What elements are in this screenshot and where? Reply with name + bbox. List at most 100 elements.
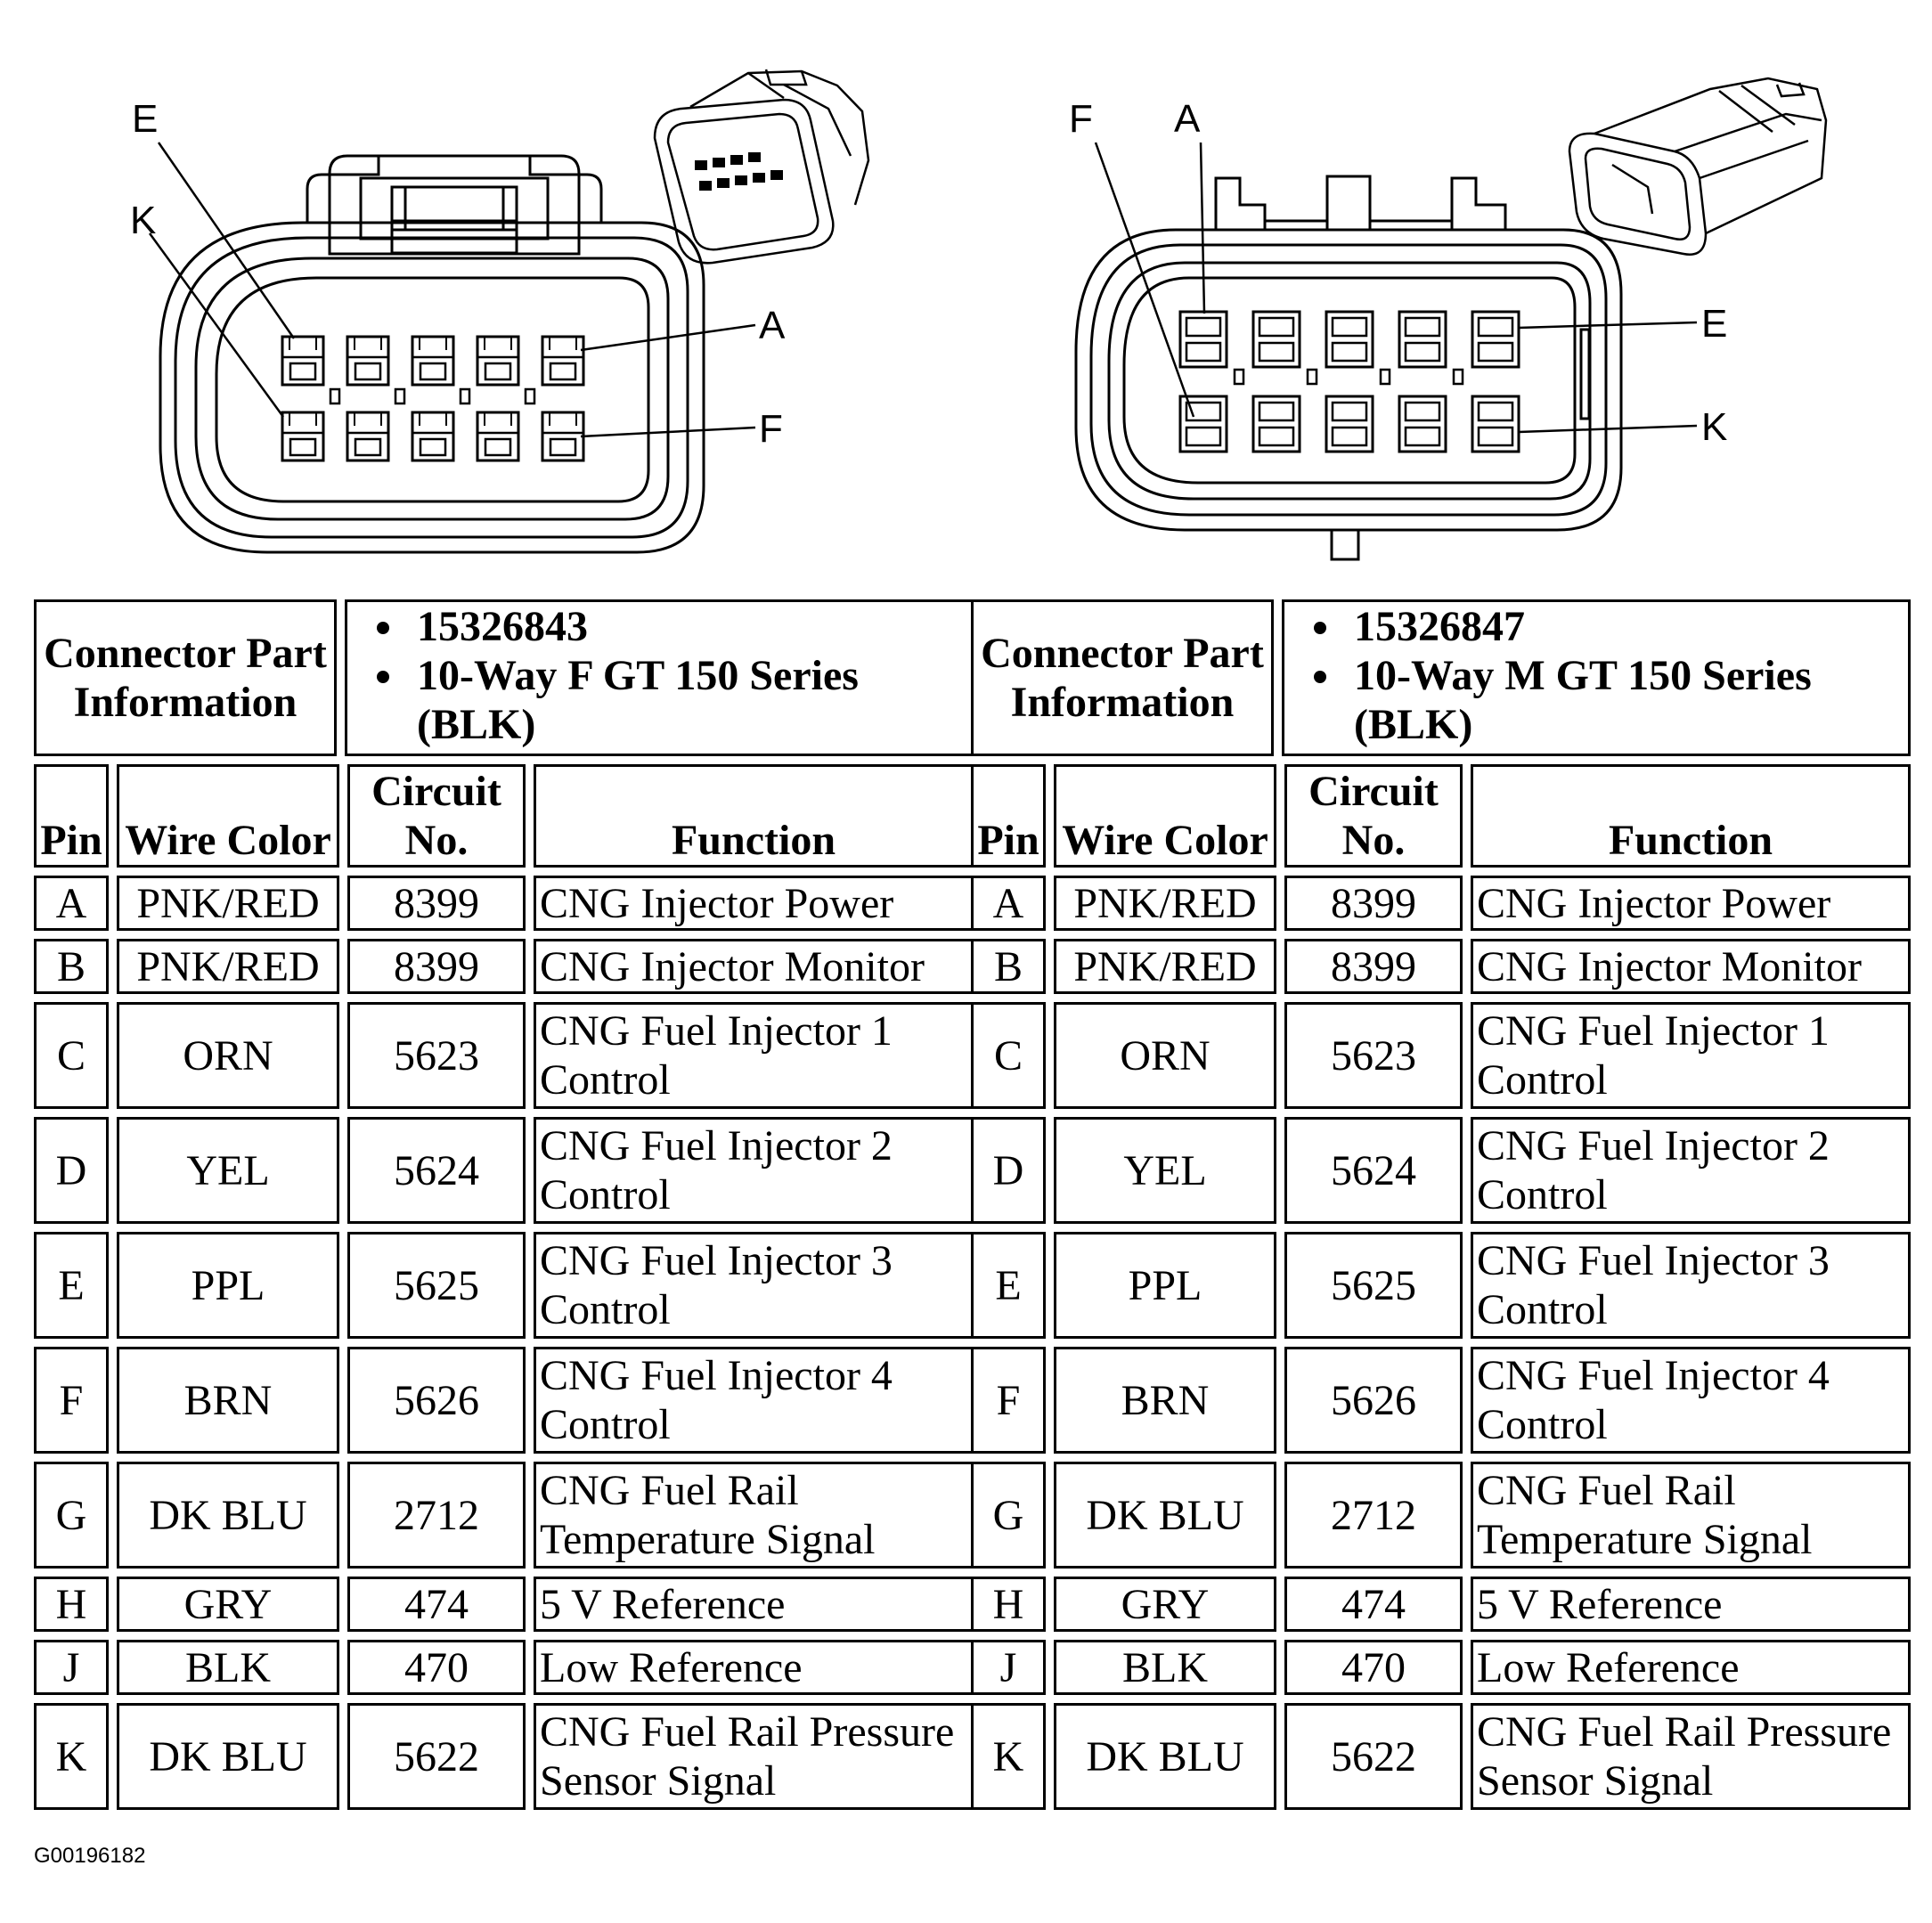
wire-color-cell: BLK <box>1054 1640 1276 1696</box>
male-connector-table-block: Connector Part Information 15326847 10-W… <box>971 591 1911 1818</box>
pin-cell: D <box>971 1117 1046 1225</box>
header-wire-color: Wire Color <box>117 764 339 868</box>
pin-cell: E <box>971 1232 1046 1340</box>
male-connector-drawing <box>1074 175 1623 561</box>
male-connector-info-table: Connector Part Information 15326847 10-W… <box>963 591 1919 764</box>
pin-cell: G <box>34 1462 109 1569</box>
pin-label-e-right: E <box>1701 302 1727 346</box>
circuit-cell: 8399 <box>347 939 526 995</box>
wire-color-cell: YEL <box>117 1117 339 1225</box>
female-connector-table-block: Connector Part Information 15326843 10-W… <box>34 591 974 1818</box>
pin-cell: F <box>34 1347 109 1454</box>
wire-color-cell: DK BLU <box>117 1703 339 1811</box>
pin-cell: C <box>34 1002 109 1110</box>
circuit-cell: 8399 <box>347 876 526 932</box>
circuit-cell: 2712 <box>347 1462 526 1569</box>
circuit-cell: 5622 <box>347 1703 526 1811</box>
pin-label-a-right: A <box>1174 97 1201 141</box>
circuit-cell: 5626 <box>1284 1347 1463 1454</box>
female-terminals <box>281 335 585 462</box>
circuit-cell: 5625 <box>347 1232 526 1340</box>
pin-cell: H <box>971 1577 1046 1633</box>
female-connector-thumbnail <box>653 69 870 265</box>
male-terminals <box>1178 310 1520 453</box>
function-cell: CNG Fuel Injector 2 Control <box>1471 1117 1911 1225</box>
function-cell: CNG Fuel Injector 1 Control <box>534 1002 974 1110</box>
header-pin: Pin <box>971 764 1046 868</box>
wire-color-cell: ORN <box>1054 1002 1276 1110</box>
connector-info-value: 15326843 10-Way F GT 150 Series (BLK) <box>345 599 974 756</box>
wire-color-cell: PNK/RED <box>1054 939 1276 995</box>
connector-info-label: Connector Part Information <box>971 599 1274 756</box>
pin-cell: A <box>34 876 109 932</box>
pin-cell: J <box>971 1640 1046 1696</box>
pin-cell: J <box>34 1640 109 1696</box>
function-cell: CNG Fuel Rail Pressure Sensor Signal <box>534 1703 974 1811</box>
function-cell: CNG Injector Monitor <box>534 939 974 995</box>
circuit-cell: 2712 <box>1284 1462 1463 1569</box>
function-cell: CNG Injector Power <box>534 876 974 932</box>
pin-cell: D <box>34 1117 109 1225</box>
pin-label-e-left: E <box>132 97 158 141</box>
wire-color-cell: PPL <box>1054 1232 1276 1340</box>
figure-id: G00196182 <box>34 1844 146 1868</box>
circuit-cell: 5623 <box>347 1002 526 1110</box>
circuit-cell: 5624 <box>1284 1117 1463 1225</box>
pin-cell: C <box>971 1002 1046 1110</box>
pin-label-f-left: F <box>759 407 783 451</box>
pin-cell: E <box>34 1232 109 1340</box>
wire-color-cell: BRN <box>1054 1347 1276 1454</box>
function-cell: 5 V Reference <box>534 1577 974 1633</box>
function-cell: CNG Fuel Injector 4 Control <box>1471 1347 1911 1454</box>
function-cell: CNG Injector Power <box>1471 876 1911 932</box>
function-cell: Low Reference <box>1471 1640 1911 1696</box>
female-connector-info-table: Connector Part Information 15326843 10-W… <box>26 591 982 764</box>
wire-color-cell: PNK/RED <box>117 939 339 995</box>
header-function: Function <box>1471 764 1911 868</box>
wire-color-cell: DK BLU <box>1054 1703 1276 1811</box>
wire-color-cell: BLK <box>117 1640 339 1696</box>
wire-color-cell: BRN <box>117 1347 339 1454</box>
connector-info-label: Connector Part Information <box>34 599 337 756</box>
pin-label-f-right: F <box>1069 97 1093 141</box>
circuit-cell: 474 <box>1284 1577 1463 1633</box>
connector-diagrams: E K A F <box>130 69 1828 561</box>
male-connector-thumbnail <box>1568 77 1828 256</box>
part-number: 15326847 <box>1345 602 1904 651</box>
header-circuit-no: Circuit No. <box>347 764 526 868</box>
connector-info-value: 15326847 10-Way M GT 150 Series (BLK) <box>1282 599 1911 756</box>
wire-color-cell: PPL <box>117 1232 339 1340</box>
pin-label-k-left: K <box>130 199 156 242</box>
connector-description: 10-Way F GT 150 Series (BLK) <box>408 651 967 749</box>
function-cell: CNG Injector Monitor <box>1471 939 1911 995</box>
function-cell: 5 V Reference <box>1471 1577 1911 1633</box>
wire-color-cell: GRY <box>117 1577 339 1633</box>
part-number: 15326843 <box>408 602 967 651</box>
function-cell: Low Reference <box>534 1640 974 1696</box>
function-cell: CNG Fuel Injector 4 Control <box>534 1347 974 1454</box>
circuit-cell: 5624 <box>347 1117 526 1225</box>
header-wire-color: Wire Color <box>1054 764 1276 868</box>
pin-label-a-left: A <box>759 304 786 347</box>
wire-color-cell: GRY <box>1054 1577 1276 1633</box>
header-circuit-no: Circuit No. <box>1284 764 1463 868</box>
function-cell: CNG Fuel Injector 3 Control <box>534 1232 974 1340</box>
pin-cell: H <box>34 1577 109 1633</box>
